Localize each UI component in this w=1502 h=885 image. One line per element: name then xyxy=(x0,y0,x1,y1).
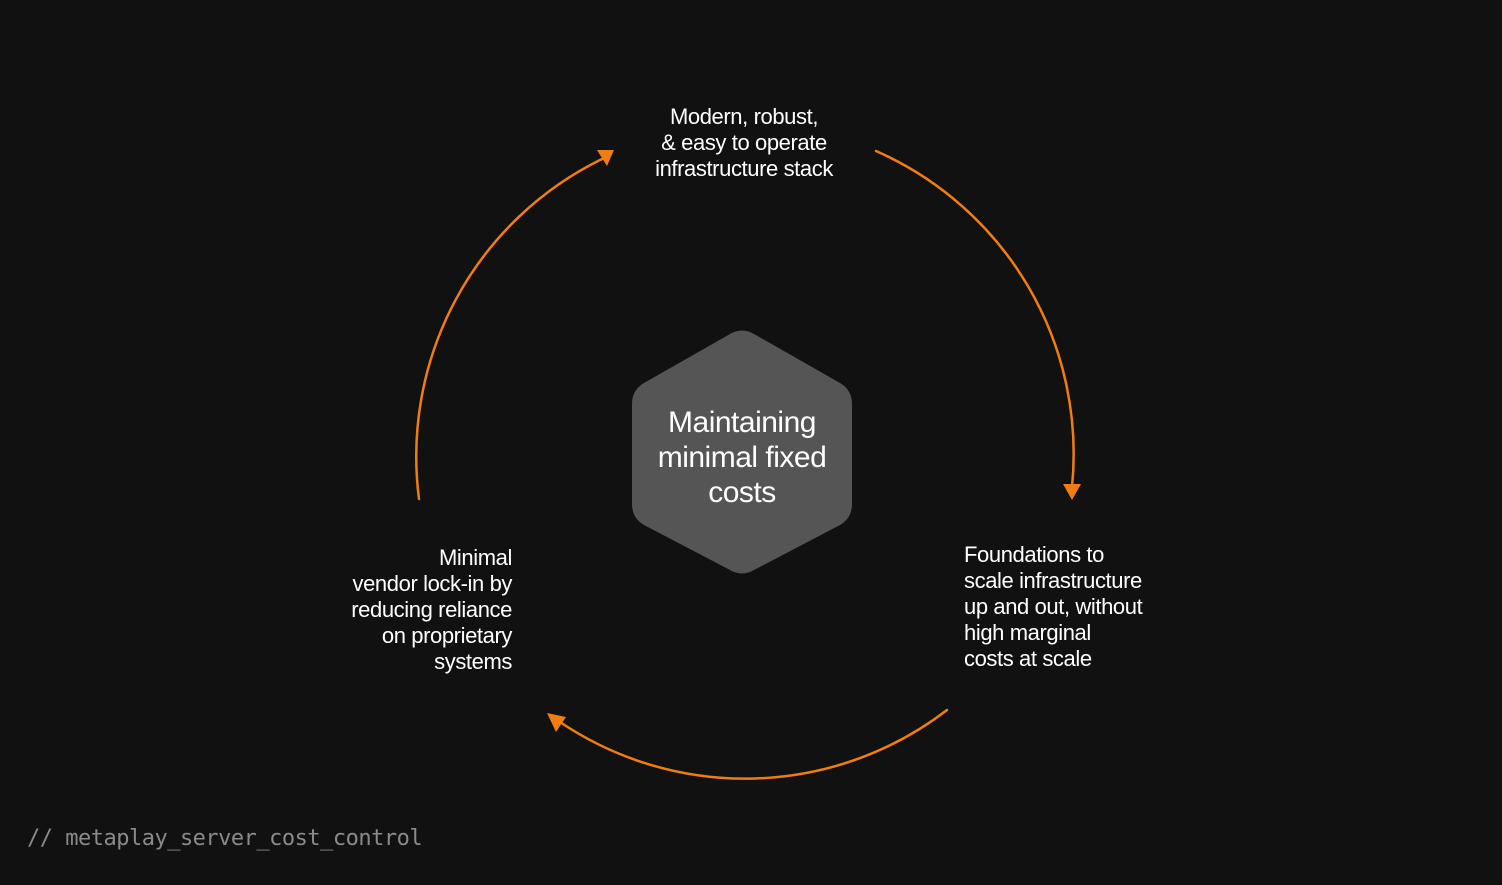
node-label-right: Foundations to scale infrastructure up a… xyxy=(964,542,1224,672)
node-label-line: infrastructure stack xyxy=(655,156,833,181)
node-label-line: Minimal xyxy=(439,545,512,570)
center-label-line: minimal fixed xyxy=(657,441,827,474)
node-label-line: costs at scale xyxy=(964,646,1092,671)
node-label-line: Modern, robust, xyxy=(669,104,819,129)
cycle-arrow-left-to-top xyxy=(415,157,604,501)
node-label-line: vendor lock-in by xyxy=(352,571,513,596)
center-hexagon xyxy=(632,330,852,574)
node-label-line: reducing reliance xyxy=(351,597,512,622)
arrowhead-top-icon xyxy=(597,150,614,166)
cycle-arrow-top-to-right xyxy=(874,149,1075,489)
arrowhead-bottom-icon xyxy=(547,713,566,732)
center-label: Maintaining minimal fixed costs xyxy=(632,405,852,510)
node-label-line: & easy to operate xyxy=(661,130,827,155)
node-label-line: scale infrastructure xyxy=(964,568,1142,593)
footer-tag: // metaplay_server_cost_control xyxy=(27,826,423,851)
node-label-top: Modern, robust, & easy to operate infras… xyxy=(594,104,894,182)
node-label-line: up and out, without xyxy=(964,594,1143,619)
node-label-line: Foundations to xyxy=(964,542,1104,567)
node-label-line: on proprietary xyxy=(381,623,513,648)
node-label-line: systems xyxy=(434,649,512,674)
center-label-line: costs xyxy=(708,476,776,509)
center-label-line: Maintaining xyxy=(668,406,816,439)
cycle-arrow-right-to-left xyxy=(558,708,949,780)
arrowhead-right-icon xyxy=(1063,484,1081,500)
node-label-line: high marginal xyxy=(964,620,1091,645)
node-label-left: Minimal vendor lock-in by reducing relia… xyxy=(262,545,512,675)
